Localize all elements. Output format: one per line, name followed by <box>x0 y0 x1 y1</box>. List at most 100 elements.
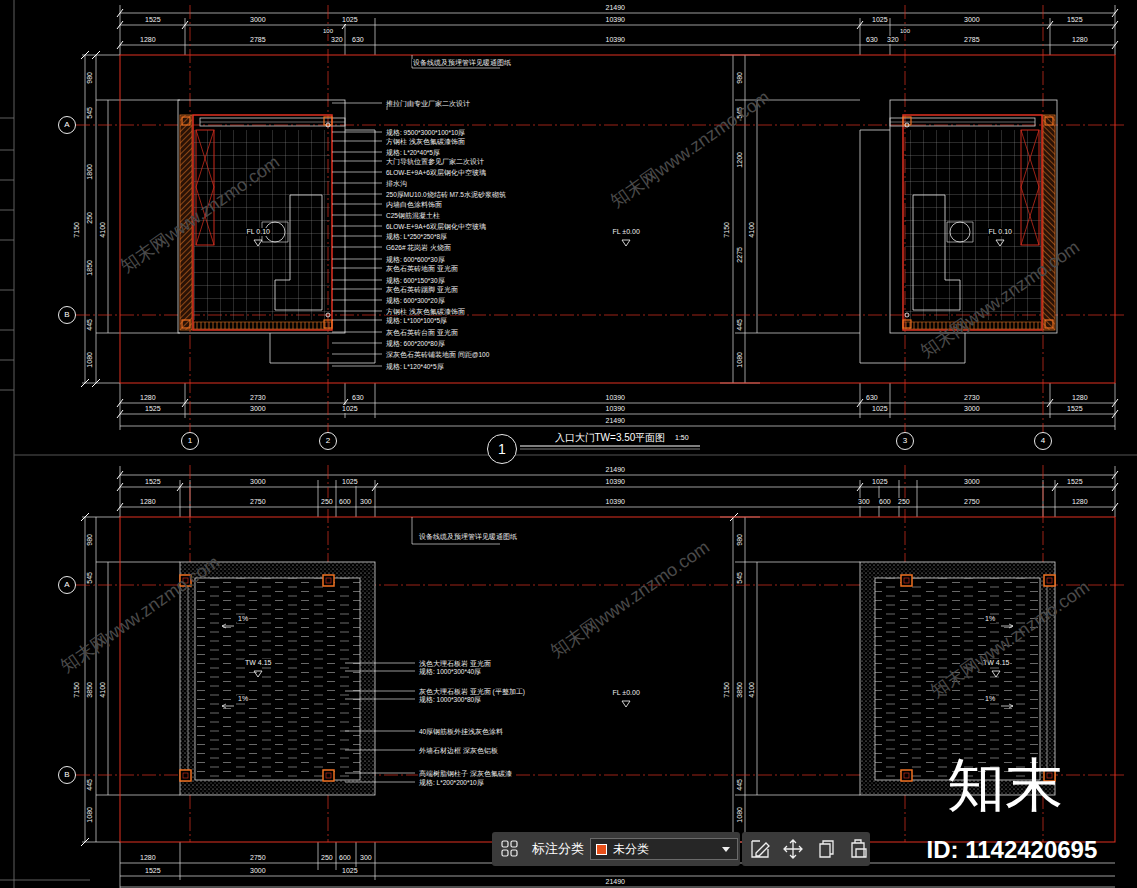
callout-note: 推拉门由专业厂家二次设计 <box>385 100 471 107</box>
callout-note: 大门导轨位置参见厂家二次设计 <box>385 158 485 165</box>
sheet-divider <box>14 455 1137 456</box>
callout-note: 规格: L*20*40*5厚 <box>385 149 441 156</box>
leader-line <box>412 517 500 544</box>
dimension-text: 1200 <box>736 151 744 169</box>
leader-line <box>345 691 415 692</box>
callout-note: 规格: 1000*300*40厚 <box>418 668 482 675</box>
leader-line <box>332 103 382 366</box>
dimension-text: 1080 <box>86 351 94 369</box>
dimension-text: 1525 <box>144 405 162 413</box>
callout-note: 规格: 9500*3000*100*10厚 <box>385 129 466 136</box>
callout-note: 规格: L*100*100*5厚 <box>385 317 448 324</box>
dimension-text: 250 <box>320 498 334 506</box>
dimension-text: 2730 <box>249 394 267 402</box>
dimension-text: 10390 <box>605 405 626 413</box>
leader-line <box>332 194 382 195</box>
dimension-text: 980 <box>86 71 94 85</box>
callout-note: 6LOW-E+9A+6双层钢化中空玻璃 <box>385 169 487 176</box>
dimension-lines <box>120 414 1115 415</box>
dimension-text: 1025 <box>871 16 889 24</box>
sheet-title: 入口大门TW=3.50平面图 <box>555 432 666 443</box>
toolbar-label: 标注分类 <box>532 842 584 856</box>
dimension-text: 3000 <box>249 478 267 486</box>
leader-line <box>332 311 382 312</box>
dimension-text: 545 <box>736 571 744 585</box>
callout-note: 外墙石材边框 深灰色铝板 <box>418 747 499 754</box>
pavilion-roof-plan <box>326 773 331 778</box>
dimension-text: 3000 <box>963 405 981 413</box>
leader-line <box>345 782 415 783</box>
dimension-text: 3850 <box>86 681 94 699</box>
leader-line <box>345 699 415 700</box>
leader-line <box>332 226 382 227</box>
leader-line <box>332 280 382 281</box>
leader-line <box>345 773 415 774</box>
dimension-text: 2750 <box>249 854 267 862</box>
dimension-text: 250 <box>320 854 334 862</box>
dimension-text: 1280 <box>1071 36 1089 44</box>
guard-room-plan <box>182 117 190 125</box>
dimension-text: 100 <box>322 28 334 35</box>
axis-label: A <box>64 121 69 129</box>
leader-line <box>332 103 382 104</box>
pavilion-roof-plan <box>188 578 189 780</box>
margin-strip <box>0 290 14 291</box>
dimension-lines <box>120 5 1115 430</box>
callout-note: 设备线缆及预埋管详见暖通图纸 <box>418 533 518 540</box>
leader-line <box>332 259 382 260</box>
leader-line <box>332 132 382 133</box>
tool-icon <box>852 840 866 857</box>
dimension-text: 980 <box>736 533 744 547</box>
dimension-text: 1025 <box>341 478 359 486</box>
callout-note: 方钢柱 浅灰色氟碳漆饰面 <box>385 138 466 145</box>
dimension-text: 2785 <box>249 36 267 44</box>
leader-line <box>332 152 382 153</box>
callout-note: G626# 花岗岩 火烧面 <box>385 244 452 251</box>
leader-line <box>412 517 500 544</box>
callout-note: 设备线缆及预埋管详见暖通图纸 <box>412 59 512 66</box>
level-marker <box>254 240 262 246</box>
dimension-text: 1280 <box>139 498 157 506</box>
dropdown-value: 未分类 <box>613 843 649 855</box>
dimension-text: 10390 <box>605 478 626 486</box>
level-marker <box>254 240 1004 246</box>
dimension-text: 1025 <box>341 405 359 413</box>
axis-label: 1 <box>498 442 506 456</box>
dimension-text: 320 <box>330 36 344 44</box>
grid-bubble: A <box>58 576 76 594</box>
leader-line <box>345 731 415 732</box>
guard-room-plan <box>275 195 322 310</box>
guard-room-plan <box>324 117 332 125</box>
dimension-text: 445 <box>736 318 744 332</box>
dimension-text: 1025 <box>871 405 889 413</box>
margin-strip <box>0 0 90 888</box>
color-swatch <box>596 844 607 855</box>
callout-note: 规格: 600*200*80厚 <box>385 340 446 347</box>
dimension-text: 300 <box>857 498 871 506</box>
margin-strip <box>0 150 14 151</box>
leader-line <box>332 172 382 173</box>
dimension-text: 1525 <box>1066 16 1084 24</box>
dimension-text: 1280 <box>1071 498 1089 506</box>
dimension-text: 600 <box>338 498 352 506</box>
dimension-text: 545 <box>86 106 94 120</box>
guard-room-plan <box>182 320 190 328</box>
dimension-text: 445 <box>86 778 94 792</box>
callout-note: 灰色石英砖地面 亚光面 <box>385 265 459 272</box>
dimension-lines <box>757 100 758 333</box>
watermark: 知末网www.znzmo.com <box>547 538 713 663</box>
dimension-text: 1525 <box>144 867 162 875</box>
margin-strip <box>0 880 90 881</box>
leader-line <box>332 247 382 248</box>
dimension-text: 21490 <box>605 417 626 425</box>
margin-strip <box>14 0 15 888</box>
leader-line <box>345 671 415 672</box>
dimension-lines <box>108 562 109 795</box>
dimension-text: 630 <box>351 36 365 44</box>
callout-note: 规格: 600*150*30厚 <box>385 277 446 284</box>
dimension-text: 1525 <box>144 478 162 486</box>
toolbar <box>492 832 740 866</box>
dimension-text: 1280 <box>1071 394 1089 402</box>
pavilion-roof-plan <box>222 624 234 708</box>
dimension-text: 1025 <box>871 478 889 486</box>
